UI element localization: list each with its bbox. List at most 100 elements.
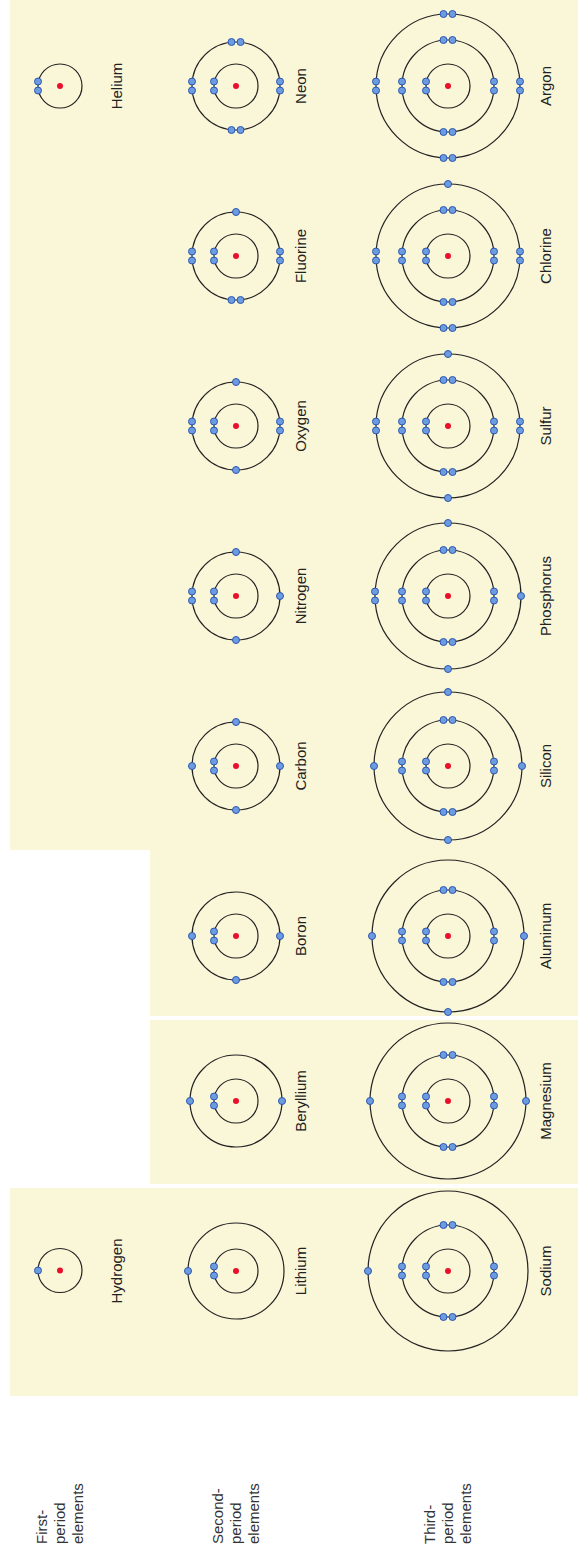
electron (491, 588, 498, 595)
element-name: Sulfur (537, 406, 555, 445)
electron (440, 1222, 447, 1229)
electron (449, 1314, 456, 1321)
electron (365, 1268, 372, 1275)
atom-drawing (186, 886, 286, 986)
electron (373, 427, 380, 434)
electron-shell (426, 404, 470, 448)
nucleus (233, 933, 239, 939)
electron (423, 87, 430, 94)
electron (423, 758, 430, 765)
electron (211, 78, 218, 85)
atom-drawing (368, 686, 528, 846)
atom-model: Carbon (186, 716, 314, 816)
element-name: Boron (292, 916, 310, 956)
element-name: Silicon (537, 744, 555, 788)
atom-drawing (186, 206, 286, 306)
electron (211, 588, 218, 595)
electron-shell (376, 184, 520, 328)
electron (189, 87, 196, 94)
element-name: Sodium (537, 1246, 555, 1297)
electron (211, 758, 218, 765)
electron (277, 593, 284, 600)
electron (518, 593, 525, 600)
electron (373, 418, 380, 425)
electron (189, 933, 196, 940)
electron (211, 1272, 218, 1279)
atom-drawing (362, 1185, 534, 1357)
electron (423, 1272, 430, 1279)
electron (423, 928, 430, 935)
electron-shell (192, 552, 280, 640)
electron-shell (188, 1223, 284, 1319)
nucleus (445, 423, 451, 429)
electron-shell (402, 720, 494, 812)
atom-drawing (186, 716, 286, 816)
nucleus (445, 593, 451, 599)
electron (423, 427, 430, 434)
electron (277, 248, 284, 255)
electron (423, 597, 430, 604)
electron (277, 418, 284, 425)
electron (449, 887, 456, 894)
electron-shell (426, 1079, 470, 1123)
nucleus (233, 253, 239, 259)
element-name: Argon (537, 66, 555, 106)
electron (440, 377, 447, 384)
electron (445, 520, 452, 527)
nucleus (233, 423, 239, 429)
electron (440, 469, 447, 476)
electron (449, 1222, 456, 1229)
element-name: Oxygen (292, 400, 310, 452)
electron-shell (38, 1249, 82, 1293)
electron (211, 257, 218, 264)
period-label: Second- period elements (209, 1470, 263, 1544)
electron (372, 588, 379, 595)
electron (277, 763, 284, 770)
electron (228, 39, 235, 46)
electron-shell (376, 354, 520, 498)
electron (449, 299, 456, 306)
electron-shell (214, 234, 258, 278)
nucleus (233, 763, 239, 769)
electron (440, 207, 447, 214)
atom-model: Magnesium (364, 1017, 559, 1185)
electron (440, 299, 447, 306)
electron (517, 427, 524, 434)
group-panel (150, 1020, 578, 1184)
electron-shell (214, 1249, 258, 1293)
electron (423, 78, 430, 85)
electron (449, 129, 456, 136)
atom-drawing (364, 1017, 532, 1185)
electron (211, 1093, 218, 1100)
electron (423, 1263, 430, 1270)
atom-drawing (182, 1217, 290, 1325)
electron (228, 297, 235, 304)
electron (423, 418, 430, 425)
electron (440, 155, 447, 162)
electron (491, 418, 498, 425)
electron (423, 588, 430, 595)
electron-shell (402, 550, 494, 642)
electron-shell (38, 64, 82, 108)
electron (449, 325, 456, 332)
electron (233, 977, 240, 984)
electron-shell (402, 1225, 494, 1317)
atom-model: Lithium (182, 1217, 314, 1325)
nucleus (233, 593, 239, 599)
atom-model: Boron (186, 886, 314, 986)
electron (189, 257, 196, 264)
atom-model: Silicon (368, 686, 559, 846)
electron (445, 837, 452, 844)
electron (517, 78, 524, 85)
nucleus (445, 1268, 451, 1274)
electron (187, 1098, 194, 1105)
electron (35, 78, 42, 85)
nucleus (445, 83, 451, 89)
electron (449, 717, 456, 724)
electron (189, 78, 196, 85)
electron (399, 928, 406, 935)
electron (211, 937, 218, 944)
electron (233, 209, 240, 216)
element-name: Helium (108, 63, 126, 110)
atom-model: Nitrogen (186, 546, 314, 646)
